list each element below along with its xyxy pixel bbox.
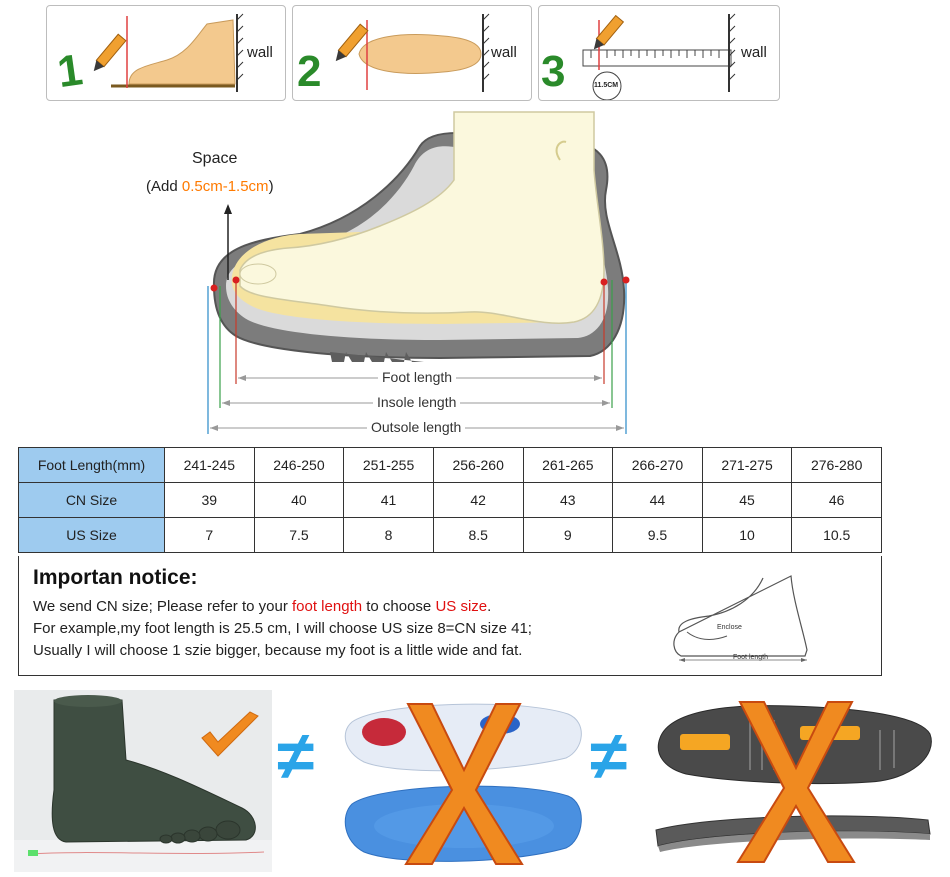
insoles-image xyxy=(344,703,582,862)
foot-sketch-illustration xyxy=(673,575,808,662)
size-table-cell: 10.5 xyxy=(791,517,882,553)
size-table-cell: 44 xyxy=(612,482,703,518)
foot-model-image xyxy=(14,695,272,872)
size-table-cell: 9 xyxy=(522,517,614,553)
step-1-wall-label: wall xyxy=(247,44,273,61)
size-table-cell: 251-255 xyxy=(343,447,434,483)
size-table-cell: 8.5 xyxy=(432,517,524,553)
notice-line-1-text-a: We send CN size; Please refer to your xyxy=(33,598,292,615)
insoles-photo xyxy=(340,692,588,872)
cross-icon-insoles xyxy=(404,703,524,865)
shoe-cross-section-diagram xyxy=(207,111,630,434)
size-table-cell: 41 xyxy=(343,482,434,518)
not-equal-icon-2: ≠ xyxy=(590,718,628,794)
space-add-value: 0.5cm-1.5cm xyxy=(181,178,269,195)
size-table-cell: 45 xyxy=(701,482,793,518)
size-table-cell: 7 xyxy=(164,517,255,553)
size-table-cell: 40 xyxy=(253,482,345,518)
size-table-cell: 10 xyxy=(701,517,793,553)
size-table-row-header: Foot Length(mm) xyxy=(18,447,165,483)
size-table-row-header: CN Size xyxy=(18,482,165,518)
step-3-measure-badge: 11.5CM xyxy=(594,82,619,89)
insole-length-label: Insole length xyxy=(373,394,461,410)
size-table-cell: 46 xyxy=(791,482,882,518)
space-title: Space xyxy=(192,150,238,167)
size-table-row-header: US Size xyxy=(18,517,165,553)
size-table-cell: 42 xyxy=(432,482,524,518)
size-table-cell: 266-270 xyxy=(612,447,703,483)
size-table-cell: 276-280 xyxy=(791,447,882,483)
outsole-photo xyxy=(650,690,936,872)
size-table-cell: 271-275 xyxy=(701,447,793,483)
notice-line-1: We send CN size; Please refer to your fo… xyxy=(33,598,491,615)
space-add-suffix: ) xyxy=(268,178,274,195)
step-1-illustration: 1 xyxy=(54,13,244,97)
step-2-illustration: 2 xyxy=(297,13,490,96)
step-3-wall-label: wall xyxy=(741,44,767,61)
step-2-panel: 2 wall xyxy=(292,5,532,101)
notice-us-size-highlight: US size xyxy=(435,598,488,615)
foot-model-photo xyxy=(14,690,272,872)
step-3-illustration: 3 xyxy=(541,13,736,100)
checkmark-icon xyxy=(201,711,259,757)
cross-icon-outsole xyxy=(736,701,856,863)
step-2-number: 2 xyxy=(297,47,321,96)
space-add-note: (Add 0.5cm-1.5cm) xyxy=(146,178,274,195)
space-add-prefix: (Add xyxy=(146,178,182,195)
size-table-cell: 8 xyxy=(343,517,434,553)
size-table-cell: 256-260 xyxy=(432,447,524,483)
notice-line-1-text-c: . xyxy=(487,598,492,615)
sketch-foot-length-label: Foot length xyxy=(733,654,769,661)
size-table-cell: 246-250 xyxy=(253,447,345,483)
foot-length-label: Foot length xyxy=(378,369,457,385)
outsole-length-label: Outsole length xyxy=(367,419,466,435)
step-1-panel: 1 wall xyxy=(46,5,286,101)
step-1-number: 1 xyxy=(54,45,85,97)
notice-line-3: Usually I will choose 1 szie bigger, bec… xyxy=(33,642,523,659)
notice-line-2: For example,my foot length is 25.5 cm, I… xyxy=(33,620,532,637)
notice-box: Importan notice: We send CN size; Please… xyxy=(18,556,882,676)
notice-foot-length-highlight: foot length xyxy=(292,598,363,615)
sketch-enclose-label: Enclose xyxy=(717,624,742,631)
size-table-cell: 241-245 xyxy=(164,447,255,483)
step-3-panel: 3 11.5CM wall xyxy=(538,5,780,101)
not-equal-icon-1: ≠ xyxy=(277,718,315,794)
size-table-cell: 43 xyxy=(522,482,614,518)
size-table-cell: 7.5 xyxy=(253,517,345,553)
step-2-wall-label: wall xyxy=(491,44,517,61)
size-table-cell: 9.5 xyxy=(612,517,703,553)
step-3-number: 3 xyxy=(541,47,565,96)
notice-title: Importan notice: xyxy=(33,566,198,589)
notice-line-1-text-b: to choose xyxy=(362,598,436,615)
size-table-cell: 39 xyxy=(164,482,255,518)
size-table-cell: 261-265 xyxy=(522,447,614,483)
